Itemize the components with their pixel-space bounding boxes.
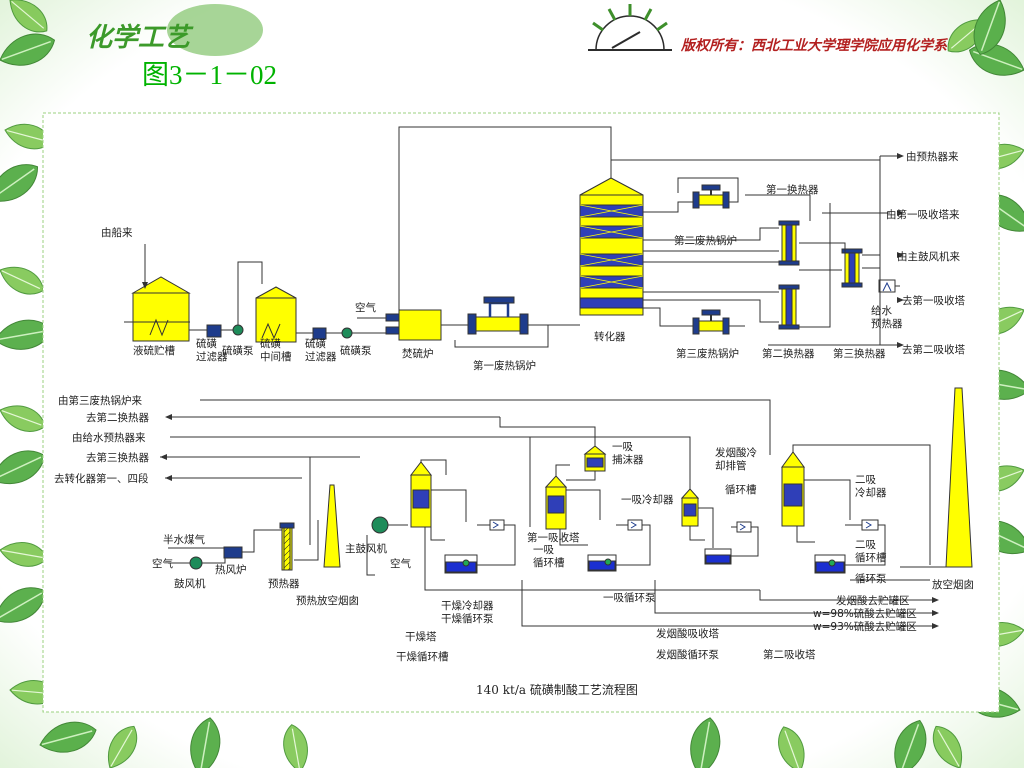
label-to-converter: 去转化器第一、四段 bbox=[54, 472, 149, 485]
label-sulfur-pump-2: 硫磺泵 bbox=[340, 344, 372, 357]
main-blower-icon bbox=[371, 516, 389, 534]
copyright-text: 版权所有：西北工业大学理学院应用化学系 bbox=[680, 37, 949, 54]
label-waste-boiler-2: 第二废热锅炉 bbox=[674, 234, 737, 247]
label-hx1: 第一换热器 bbox=[766, 183, 819, 196]
label-hx2: 第二换热器 bbox=[762, 347, 815, 360]
label-vent-stack: 放空烟囱 bbox=[932, 578, 974, 591]
label-second-abs-tank: 二吸循环槽 bbox=[855, 539, 887, 564]
preheat-stack bbox=[323, 484, 341, 568]
second-abs-cooler-icon bbox=[861, 519, 879, 531]
blower-icon bbox=[189, 556, 203, 570]
label-oleum-tower: 发烟酸吸收塔 bbox=[656, 627, 719, 640]
label-preheat-stack: 预热放空烟囱 bbox=[296, 594, 359, 607]
label-from-preheater: 由预热器来 bbox=[906, 150, 959, 163]
converter bbox=[579, 177, 644, 316]
label-to-first-absorber: 去第一吸收塔 bbox=[902, 294, 965, 307]
label-second-absorber: 第二吸收塔 bbox=[763, 648, 816, 661]
first-abs-cooler-icon bbox=[627, 519, 643, 531]
label-waste-boiler-1: 第一废热锅炉 bbox=[473, 359, 536, 372]
diagram-labels: 由船来 液硫贮槽 硫磺过滤器 硫磺泵 硫磺中间槽 硫磺过滤器 硫磺泵 空气 焚硫… bbox=[54, 150, 974, 697]
label-first-abs-cooler: 一吸冷却器 bbox=[621, 493, 674, 506]
second-absorber bbox=[781, 451, 805, 527]
label-drying-cooler: 干燥冷却器 bbox=[441, 599, 494, 612]
label-hot-air-furnace: 热风炉 bbox=[215, 563, 247, 576]
label-sulfur-filter-2: 硫磺过滤器 bbox=[305, 337, 337, 363]
sulfur-pump-1-icon bbox=[232, 324, 244, 336]
sulfur-pump-2-icon bbox=[341, 327, 353, 339]
process-flow-diagram bbox=[124, 126, 973, 627]
label-converter: 转化器 bbox=[594, 330, 626, 343]
label-semi-water-gas: 半水煤气 bbox=[163, 533, 205, 546]
label-from-boiler3: 由第三废热锅炉来 bbox=[58, 394, 142, 407]
label-second-abs-cooler: 二吸冷却器 bbox=[855, 474, 887, 499]
oleum-cooler-icon bbox=[736, 521, 752, 533]
label-first-abs-circ-tank: 一吸循环槽 bbox=[533, 544, 565, 569]
heat-exchanger-2 bbox=[778, 284, 800, 330]
label-liquid-sulfur-tank: 液硫贮槽 bbox=[133, 344, 175, 357]
label-air-mid: 空气 bbox=[390, 557, 411, 570]
label-hx3: 第三换热器 bbox=[833, 347, 886, 360]
label-demister: 一吸捕沫器 bbox=[612, 441, 644, 466]
label-drying-circ-pump: 干燥循环泵 bbox=[441, 612, 494, 625]
label-to-second-absorber: 去第二吸收塔 bbox=[902, 343, 965, 356]
preheater bbox=[279, 522, 295, 571]
label-from-main-blower: 由主鼓风机来 bbox=[897, 250, 960, 263]
hot-air-furnace-icon bbox=[223, 546, 243, 559]
label-feedwater-preheater: 给水预热器 bbox=[871, 304, 903, 330]
label-sulfur-furnace: 焚硫炉 bbox=[402, 347, 434, 360]
label-blower: 鼓风机 bbox=[174, 577, 206, 590]
label-oleum-circ-tank: 循环槽 bbox=[725, 483, 757, 496]
label-waste-boiler-3: 第三废热锅炉 bbox=[676, 347, 739, 360]
label-to-hx3: 去第三换热器 bbox=[86, 451, 149, 464]
label-sulfur-filter-1: 硫磺过滤器 bbox=[196, 337, 228, 363]
label-oleum-storage: 发烟酸去贮罐区 bbox=[836, 594, 910, 607]
vent-stack bbox=[945, 387, 973, 568]
diagram-caption: 140 kt/a 硫磺制酸工艺流程图 bbox=[476, 682, 638, 697]
feedwater-preheater-icon bbox=[878, 279, 896, 293]
waste-boiler-2 bbox=[692, 184, 730, 209]
label-acid-98: w=98%硫酸去贮罐区 bbox=[813, 607, 917, 620]
label-second-abs-pump: 循环泵 bbox=[855, 572, 887, 585]
liquid-sulfur-tank bbox=[124, 276, 191, 342]
first-absorber bbox=[544, 475, 568, 530]
label-main-blower: 主鼓风机 bbox=[345, 542, 387, 555]
label-to-hx2: 去第二换热器 bbox=[86, 411, 149, 424]
label-acid-93: w=93%硫酸去贮罐区 bbox=[813, 620, 917, 633]
logo: 化学工艺 bbox=[86, 4, 263, 56]
heat-exchanger-1 bbox=[778, 220, 800, 266]
label-ship-in: 由船来 bbox=[101, 226, 133, 239]
label-drying-circ-tank: 干燥循环槽 bbox=[396, 650, 449, 663]
heat-exchanger-3 bbox=[841, 248, 863, 288]
label-oleum-cooler: 发烟酸冷却排管 bbox=[715, 446, 757, 472]
waste-boiler-1 bbox=[467, 296, 529, 335]
drying-tower bbox=[409, 461, 433, 528]
sulfur-furnace bbox=[398, 309, 442, 341]
label-sulfur-pump-1: 硫磺泵 bbox=[222, 344, 254, 357]
label-drying-tower: 干燥塔 bbox=[405, 630, 437, 643]
oleum-absorber bbox=[680, 488, 700, 527]
label-first-absorber: 第一吸收塔 bbox=[527, 531, 580, 544]
header-emblem bbox=[588, 4, 672, 51]
label-preheater: 预热器 bbox=[268, 577, 300, 590]
flow-arrows bbox=[142, 153, 939, 629]
label-from-first-absorber: 由第一吸收塔来 bbox=[886, 208, 960, 221]
label-air-top: 空气 bbox=[355, 301, 376, 314]
sulfur-intermediate-tank bbox=[255, 286, 297, 343]
label-first-abs-circ-pump: 一吸循环泵 bbox=[603, 591, 656, 604]
demister bbox=[583, 445, 607, 472]
label-air-left: 空气 bbox=[152, 557, 173, 570]
figure-number: 图3－1－02 bbox=[142, 60, 277, 90]
logo-text: 化学工艺 bbox=[86, 23, 194, 52]
label-sulfur-intermediate-tank: 硫磺中间槽 bbox=[260, 337, 292, 363]
drying-cooler-icon bbox=[489, 519, 505, 531]
sulfur-filter-1-icon bbox=[206, 324, 222, 338]
label-oleum-pump: 发烟酸循环泵 bbox=[656, 648, 719, 661]
label-from-feedwater: 由给水预热器来 bbox=[72, 431, 146, 444]
